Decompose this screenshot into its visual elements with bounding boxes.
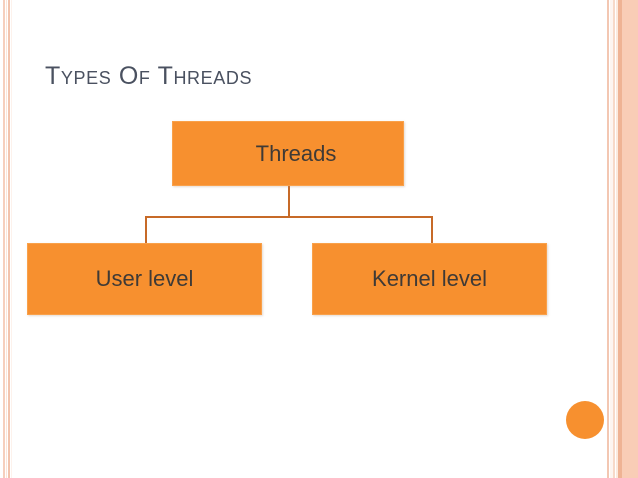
diagram-node-threads: Threads <box>172 121 404 186</box>
right-edge-stripe-3 <box>613 0 615 478</box>
right-edge-stripe-2 <box>610 0 613 478</box>
connector-drop-right <box>431 216 433 244</box>
orange-accent-circle <box>566 401 604 439</box>
right-edge-stripe-6 <box>622 0 638 478</box>
left-edge-stripe-1 <box>3 0 5 478</box>
left-edge-stripe-4 <box>11 0 12 478</box>
diagram-node-kernel-level-label: Kernel level <box>372 266 487 291</box>
diagram-node-user-level-label: User level <box>95 266 194 291</box>
left-edge-stripe-3 <box>8 0 10 478</box>
diagram-node-user-level: User level <box>27 243 262 315</box>
right-edge-stripe-1 <box>607 0 609 478</box>
connector-drop-left <box>145 216 147 244</box>
right-edge-stripe-5 <box>618 0 622 478</box>
left-edge-stripe-2 <box>6 0 7 478</box>
connector-root-stem <box>288 186 290 218</box>
diagram-node-threads-label: Threads <box>255 140 337 166</box>
connector-horizontal-bar <box>145 216 433 218</box>
slide-title: Types Of Threads <box>45 62 253 90</box>
diagram-node-kernel-level: Kernel level <box>312 243 547 315</box>
right-edge-stripe-4 <box>616 0 618 478</box>
